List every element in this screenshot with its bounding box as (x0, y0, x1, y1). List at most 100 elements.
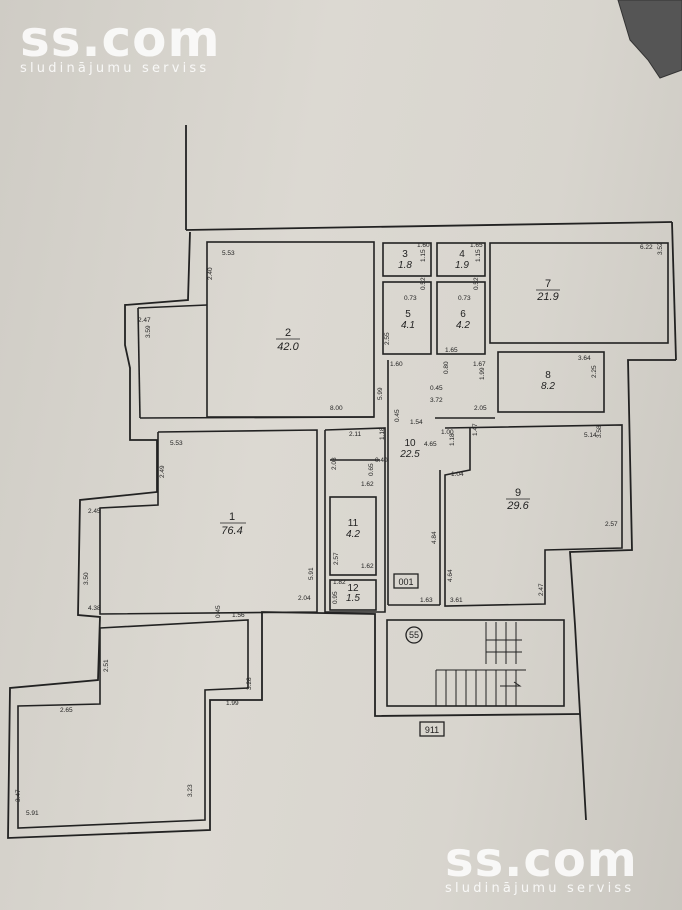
dimension-label: 3.28 (246, 677, 253, 690)
dimension-label: 2.49 (159, 465, 166, 478)
tag-001: 001 (398, 577, 413, 587)
dimension-label: 1.62 (361, 563, 374, 570)
room-area: 29.6 (506, 500, 529, 512)
dimension-label: 2.47 (538, 583, 545, 596)
room-number: 10 (404, 438, 416, 449)
dimension-label: 2.40 (207, 267, 214, 280)
dimension-label: 1.82 (333, 579, 346, 586)
dimension-label: 0.80 (443, 361, 450, 374)
watermark-tagline: sludinājumu serviss (20, 61, 210, 76)
tag-labels: 001 911 55 (398, 577, 439, 735)
tag-55: 55 (409, 630, 419, 640)
dimension-label: 4.64 (447, 569, 454, 582)
room-area: 76.4 (221, 525, 242, 537)
tag-911: 911 (425, 725, 439, 735)
watermark-tagline: sludinājumu serviss (445, 881, 635, 896)
dimension-label: 5.99 (377, 387, 384, 400)
dimension-label: 1.99 (479, 367, 486, 380)
dimension-label: 1.60 (417, 242, 430, 249)
dimension-label: 1.65 (470, 242, 483, 249)
dimension-label: 0.52 (420, 277, 427, 290)
room-area: 1.8 (398, 260, 412, 271)
dimension-label: 0.73 (458, 295, 471, 302)
dimension-label: 2.65 (60, 707, 73, 714)
dimension-label: 2.47 (138, 317, 151, 324)
room-area: 1.5 (346, 593, 360, 604)
room-number: 7 (545, 278, 551, 290)
tag-shapes (393, 573, 445, 737)
watermark-brand: ss.com (445, 832, 638, 888)
dimension-label: 3.72 (430, 397, 443, 404)
watermark-top: ss.com sludinājumu serviss (20, 14, 221, 75)
dimension-label: 5.91 (26, 810, 39, 817)
room-labels: 1 76.4 2 42.0 3 1.8 4 1.9 5 4.1 6 4.2 7 … (220, 249, 560, 604)
dimension-label: 0.52 (473, 277, 480, 290)
dimension-label: 2.04 (298, 595, 311, 602)
room-number: 11 (348, 518, 359, 529)
dimension-label: 1.62 (361, 481, 374, 488)
dimension-label: 2.25 (591, 365, 598, 378)
room-number: 9 (515, 487, 521, 499)
dimension-label: 0.40 (375, 457, 388, 464)
room-number: 3 (402, 249, 408, 260)
dimension-label: 3.59 (145, 325, 152, 338)
watermark-bottom: ss.com sludinājumu serviss (445, 836, 638, 895)
dimension-label: 1.00 (441, 429, 454, 436)
room-area: 4.1 (401, 320, 415, 331)
dimension-label: 3.58 (596, 425, 603, 438)
dimension-label: 6.22 (640, 244, 653, 251)
dimension-label: 1.18 (449, 433, 456, 446)
dimension-label: 2.11 (349, 431, 362, 438)
dimension-label: 1.99 (226, 700, 239, 707)
dimension-label: 5.91 (308, 567, 315, 580)
dimension-label: 1.67 (473, 361, 486, 368)
dimension-label: 2.51 (103, 659, 110, 672)
dimension-label: 3.47 (15, 789, 22, 802)
room-number: 5 (405, 309, 411, 320)
dimension-label: 1.56 (232, 612, 245, 619)
dimension-label: 2.05 (474, 405, 487, 412)
dimension-label: 1.18 (379, 427, 386, 440)
dimension-label: 1.63 (420, 597, 433, 604)
room-number: 12 (347, 583, 359, 594)
room-area: 4.2 (456, 320, 470, 331)
dimension-label: 1.15 (420, 249, 427, 262)
dimension-label: 1.15 (475, 249, 482, 262)
room-area: 22.5 (399, 449, 420, 460)
dimension-label: 0.45 (215, 605, 222, 618)
dimension-label: 3.61 (450, 597, 463, 604)
room-area: 21.9 (536, 291, 558, 303)
room-area: 8.2 (541, 381, 555, 392)
dimension-label: 1.65 (445, 347, 458, 354)
room-area: 4.2 (346, 529, 360, 540)
dimension-label: 8.00 (330, 405, 343, 412)
room-number: 1 (229, 511, 235, 523)
dimension-label: 5.14 (584, 432, 597, 439)
room-area: 42.0 (277, 341, 299, 353)
dimension-label: 5.53 (170, 440, 183, 447)
dimension-label: 2.03 (331, 457, 338, 470)
room-number: 6 (460, 309, 466, 320)
room-walls (17, 241, 669, 829)
dimension-label: 2.57 (333, 552, 340, 565)
room-area: 1.9 (455, 260, 469, 271)
dimension-label: 5.53 (222, 250, 235, 257)
dimension-label: 1.04 (451, 471, 464, 478)
dimension-label: 3.50 (83, 572, 90, 585)
dimension-label: 3.23 (187, 784, 194, 797)
staircase (435, 622, 526, 707)
dimension-label: 2.57 (605, 521, 618, 528)
dimension-label: 4.65 (424, 441, 437, 448)
outer-walls (7, 125, 677, 839)
dimension-label: 2.55 (384, 332, 391, 345)
dimension-labels: 5.532.402.473.598.005.991.601.150.730.52… (15, 242, 664, 817)
room-number: 8 (545, 370, 551, 381)
corner-hatch (617, 0, 682, 79)
dimension-label: 0.65 (368, 463, 375, 476)
dimension-label: 3.64 (578, 355, 591, 362)
room-number: 2 (285, 327, 291, 339)
watermark-brand: ss.com (20, 10, 221, 68)
dimension-label: 0.45 (430, 385, 443, 392)
